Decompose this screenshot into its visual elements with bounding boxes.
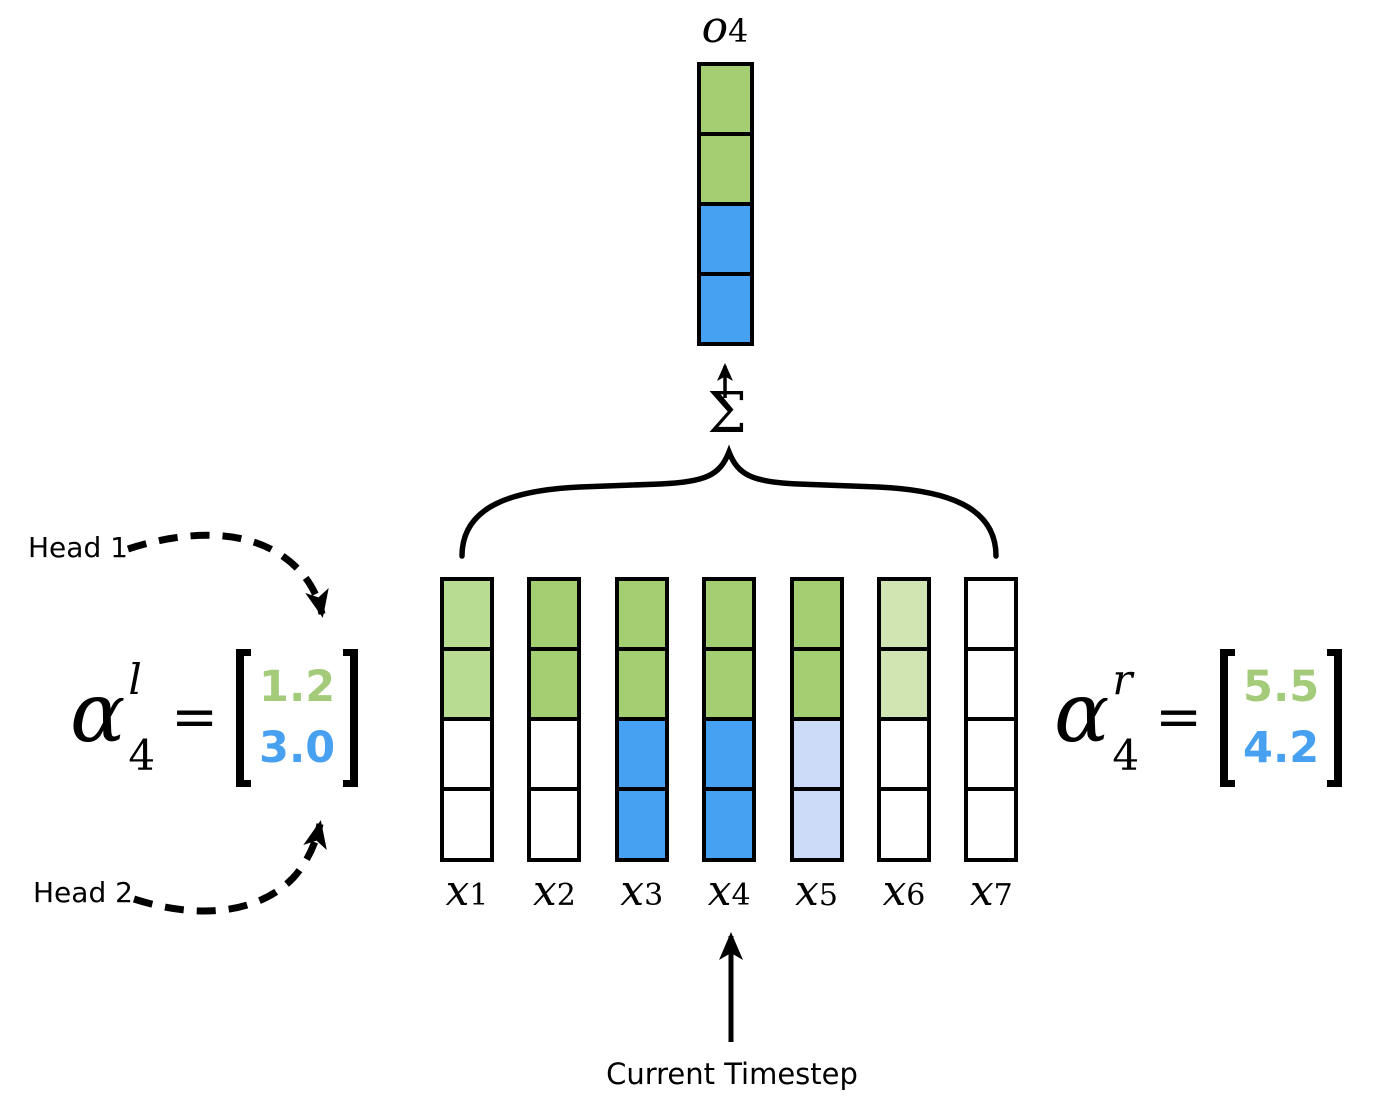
equals-sign: =	[1155, 685, 1203, 750]
output-vector-label: o4	[701, 2, 749, 53]
input-column-x5: x5	[789, 577, 844, 912]
vector-cell	[527, 647, 582, 722]
right-bracket	[343, 649, 359, 787]
vector-cell	[440, 647, 494, 722]
vector-cell	[964, 717, 1019, 792]
vector-cell	[789, 577, 844, 652]
input-vector	[440, 577, 494, 862]
vector-cell	[440, 717, 494, 792]
brace	[459, 444, 999, 559]
vector-cell	[527, 577, 582, 652]
input-columns: x1 x2 x3 x4 x5 x6 x7	[440, 577, 1019, 912]
attention-weights: 1.2 3.0	[251, 666, 343, 770]
attention-weights: 5.5 4.2	[1235, 666, 1327, 770]
input-vector	[876, 577, 931, 862]
vector-cell	[964, 577, 1019, 652]
head1-label: Head 1	[28, 531, 128, 564]
vector-cell	[702, 577, 757, 652]
vector-cell	[614, 577, 669, 652]
vector-cell	[697, 62, 754, 137]
column-label: x5	[795, 866, 838, 915]
alpha-scripts: r 4	[1112, 655, 1140, 780]
sum-symbol: Σ	[707, 381, 747, 446]
vector-cell	[876, 577, 931, 652]
vector-cell	[440, 787, 494, 862]
current-timestep-label: Current Timestep	[606, 1057, 858, 1091]
left-attention-expression: α l 4 = 1.2 3.0	[70, 645, 359, 791]
input-vector	[964, 577, 1019, 862]
column-label: x7	[969, 866, 1013, 915]
vector-cell	[697, 131, 754, 207]
head2-label: Head 2	[33, 876, 133, 909]
vector-cell	[527, 717, 582, 792]
left-bracket	[236, 649, 252, 787]
weight-head1: 1.2	[259, 662, 336, 712]
alpha-symbol: α	[1054, 666, 1110, 761]
input-column-x3: x3	[614, 577, 669, 912]
input-vector	[702, 577, 757, 862]
input-vector	[527, 577, 582, 862]
alpha-scripts: l 4	[128, 655, 156, 780]
input-column-x6: x6	[876, 577, 931, 912]
right-bracket	[1327, 649, 1343, 787]
input-vector	[789, 577, 844, 862]
head2-arrow	[132, 820, 327, 915]
input-vector	[614, 577, 669, 862]
vector-cell	[876, 647, 931, 722]
vector-cell	[789, 647, 844, 722]
input-column-x1: x1	[440, 577, 494, 912]
equals-sign: =	[171, 685, 219, 750]
vector-cell	[964, 647, 1019, 722]
column-label: x2	[533, 866, 576, 915]
vector-cell	[789, 717, 844, 792]
input-column-x4: x4	[702, 577, 757, 912]
output-vector	[697, 62, 754, 346]
vector-cell	[702, 717, 757, 792]
column-label: x3	[620, 866, 664, 915]
vector-cell	[697, 271, 754, 346]
vector-cell	[697, 201, 754, 277]
alpha-symbol: α	[70, 666, 126, 761]
vector-cell	[527, 787, 582, 862]
weight-head2: 3.0	[259, 723, 336, 773]
head1-arrow	[126, 531, 329, 618]
right-attention-expression: α r 4 = 5.5 4.2	[1054, 645, 1343, 791]
input-column-x2: x2	[527, 577, 582, 912]
vector-cell	[702, 647, 757, 722]
vector-cell	[614, 647, 669, 722]
vector-cell	[789, 787, 844, 862]
left-bracket	[1220, 649, 1236, 787]
weight-head1: 5.5	[1243, 662, 1320, 712]
vector-cell	[614, 787, 669, 862]
column-label: x6	[882, 866, 926, 915]
vector-cell	[614, 717, 669, 792]
column-label: x4	[707, 866, 751, 915]
vector-cell	[702, 787, 757, 862]
weight-head2: 4.2	[1243, 723, 1320, 773]
vector-cell	[876, 717, 931, 792]
input-column-x7: x7	[964, 577, 1019, 912]
vector-cell	[964, 787, 1019, 862]
column-label: x1	[445, 866, 489, 915]
vector-cell	[440, 577, 494, 652]
vector-cell	[876, 787, 931, 862]
